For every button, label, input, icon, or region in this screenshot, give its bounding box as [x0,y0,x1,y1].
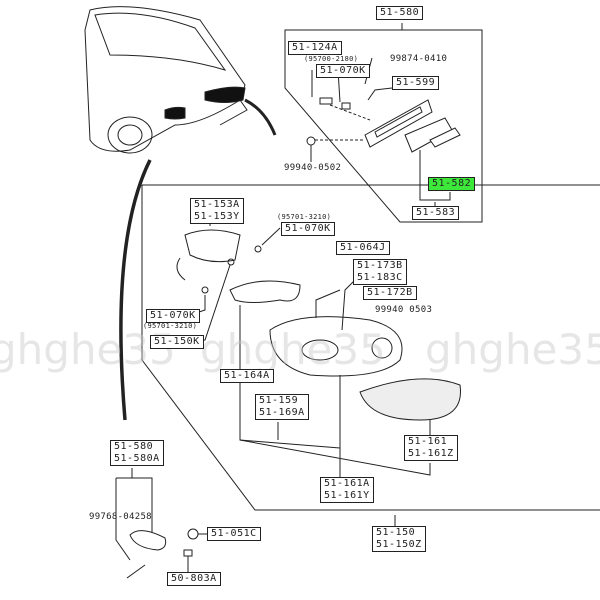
label-lens-gasket[interactable]: 51-582 [428,177,476,191]
combination-lamp-parts [176,210,461,526]
label-nut-172b[interactable]: 51-172B [363,286,417,300]
label-bolt-064j[interactable]: 51-064J [336,241,390,255]
side-marker-parts [115,468,207,579]
bulb-note-mid: (95701-3210) [277,213,332,221]
label-nut-0503[interactable]: 99940 0503 [375,305,433,315]
car-illustration [84,6,248,154]
label-screw-top[interactable]: 99874-0410 [390,54,448,64]
label-harness[interactable]: 51-150K [150,335,204,349]
top-marker-parts [306,57,461,208]
label-top-assembly[interactable]: 51-580 [376,6,424,20]
label-nut-top[interactable]: 99940-0502 [284,163,342,173]
watermark: ghghe35 [200,325,386,374]
top-frame [284,23,483,223]
label-bulb-mid[interactable]: 51-070K [281,222,335,236]
label-bulb-left[interactable]: 51-070K [146,309,200,323]
bulb-note-top: (95700-2180) [304,55,359,63]
label-screw-bottom[interactable]: 99768-04258 [89,512,152,522]
label-bulb-top[interactable]: 51-070K [316,64,370,78]
mid-frame [141,184,600,511]
label-socket-124a[interactable]: 51-124A [288,41,342,55]
label-clip-bottom[interactable]: 50-803A [167,572,221,586]
label-grommet[interactable]: 51-051C [207,527,261,541]
bulb-note-left: (95701-3210) [143,322,198,330]
watermark: ghghe35 [425,325,600,374]
label-lens-top[interactable]: 51-583 [412,206,460,220]
label-bracket[interactable]: 51-599 [392,76,440,90]
watermark: ghghe35 [0,325,176,374]
pointer-line-bottom [119,159,152,421]
label-gasket[interactable]: 51-164A [220,369,274,383]
pointer-line-top [244,98,277,136]
